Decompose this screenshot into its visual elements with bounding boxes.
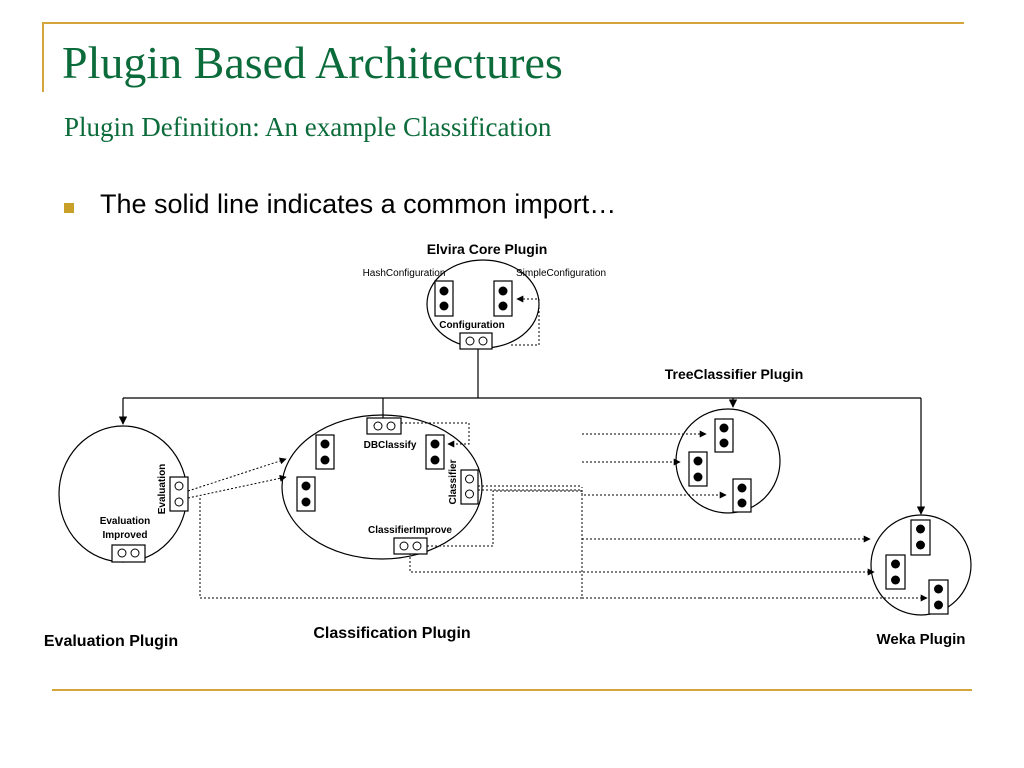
simple-configuration-label: SimpleConfiguration (516, 268, 606, 279)
evaluation-label: Evaluation (157, 464, 168, 515)
classification-plugin-label: Classification Plugin (313, 625, 470, 642)
tree-plugin-label: TreeClassifier Plugin (665, 366, 804, 382)
extension-lines (187, 295, 928, 602)
dbclassify-extension (425, 434, 445, 470)
core-plugin-label: Elvira Core Plugin (427, 241, 548, 257)
dbclassify-label: DBClassify (364, 440, 417, 451)
weka-plugin-circle (870, 514, 972, 616)
bullet-text: The solid line indicates a common import… (100, 189, 617, 219)
weka-extension-2 (885, 554, 906, 590)
classifier-extension-point (460, 469, 479, 505)
left-border (42, 22, 44, 92)
evaluation-improved-label-line2: Improved (102, 530, 147, 541)
tree-extension-2 (688, 451, 708, 487)
bullet-square-icon (64, 203, 74, 213)
weka-extension-1 (910, 519, 931, 556)
bottom-border (52, 689, 972, 691)
simple-configuration-extension (493, 280, 513, 317)
classifier-improve-label: ClassifierImprove (368, 525, 452, 536)
evaluation-plugin-label: Evaluation Plugin (44, 633, 178, 650)
configuration-extension-point (459, 332, 493, 350)
slide-title: Plugin Based Architectures (62, 37, 563, 88)
tree-extension-1 (714, 418, 734, 453)
tree-extension-3 (732, 478, 752, 513)
top-border (42, 22, 964, 24)
classifier-improve-extension-point (393, 537, 428, 555)
hash-configuration-extension (434, 280, 454, 317)
evaluation-improved-label-line1: Evaluation (100, 516, 151, 527)
configuration-label: Configuration (439, 320, 505, 331)
evaluation-extension-point (169, 476, 189, 512)
dbclassify-extension-point (366, 417, 402, 435)
weka-extension-3 (928, 579, 949, 615)
hash-configuration-label: HashConfiguration (363, 268, 446, 279)
common-import-lines (118, 348, 926, 515)
classification-left-extension-bottom (296, 476, 316, 512)
weka-plugin-label: Weka Plugin (877, 631, 966, 648)
slide-subtitle: Plugin Definition: An example Classifica… (64, 112, 552, 142)
classification-plugin-circle (281, 414, 483, 560)
classifier-label: Classifier (448, 459, 459, 504)
classification-left-extension-top (315, 434, 335, 470)
evaluation-improved-extension-point (111, 544, 146, 563)
